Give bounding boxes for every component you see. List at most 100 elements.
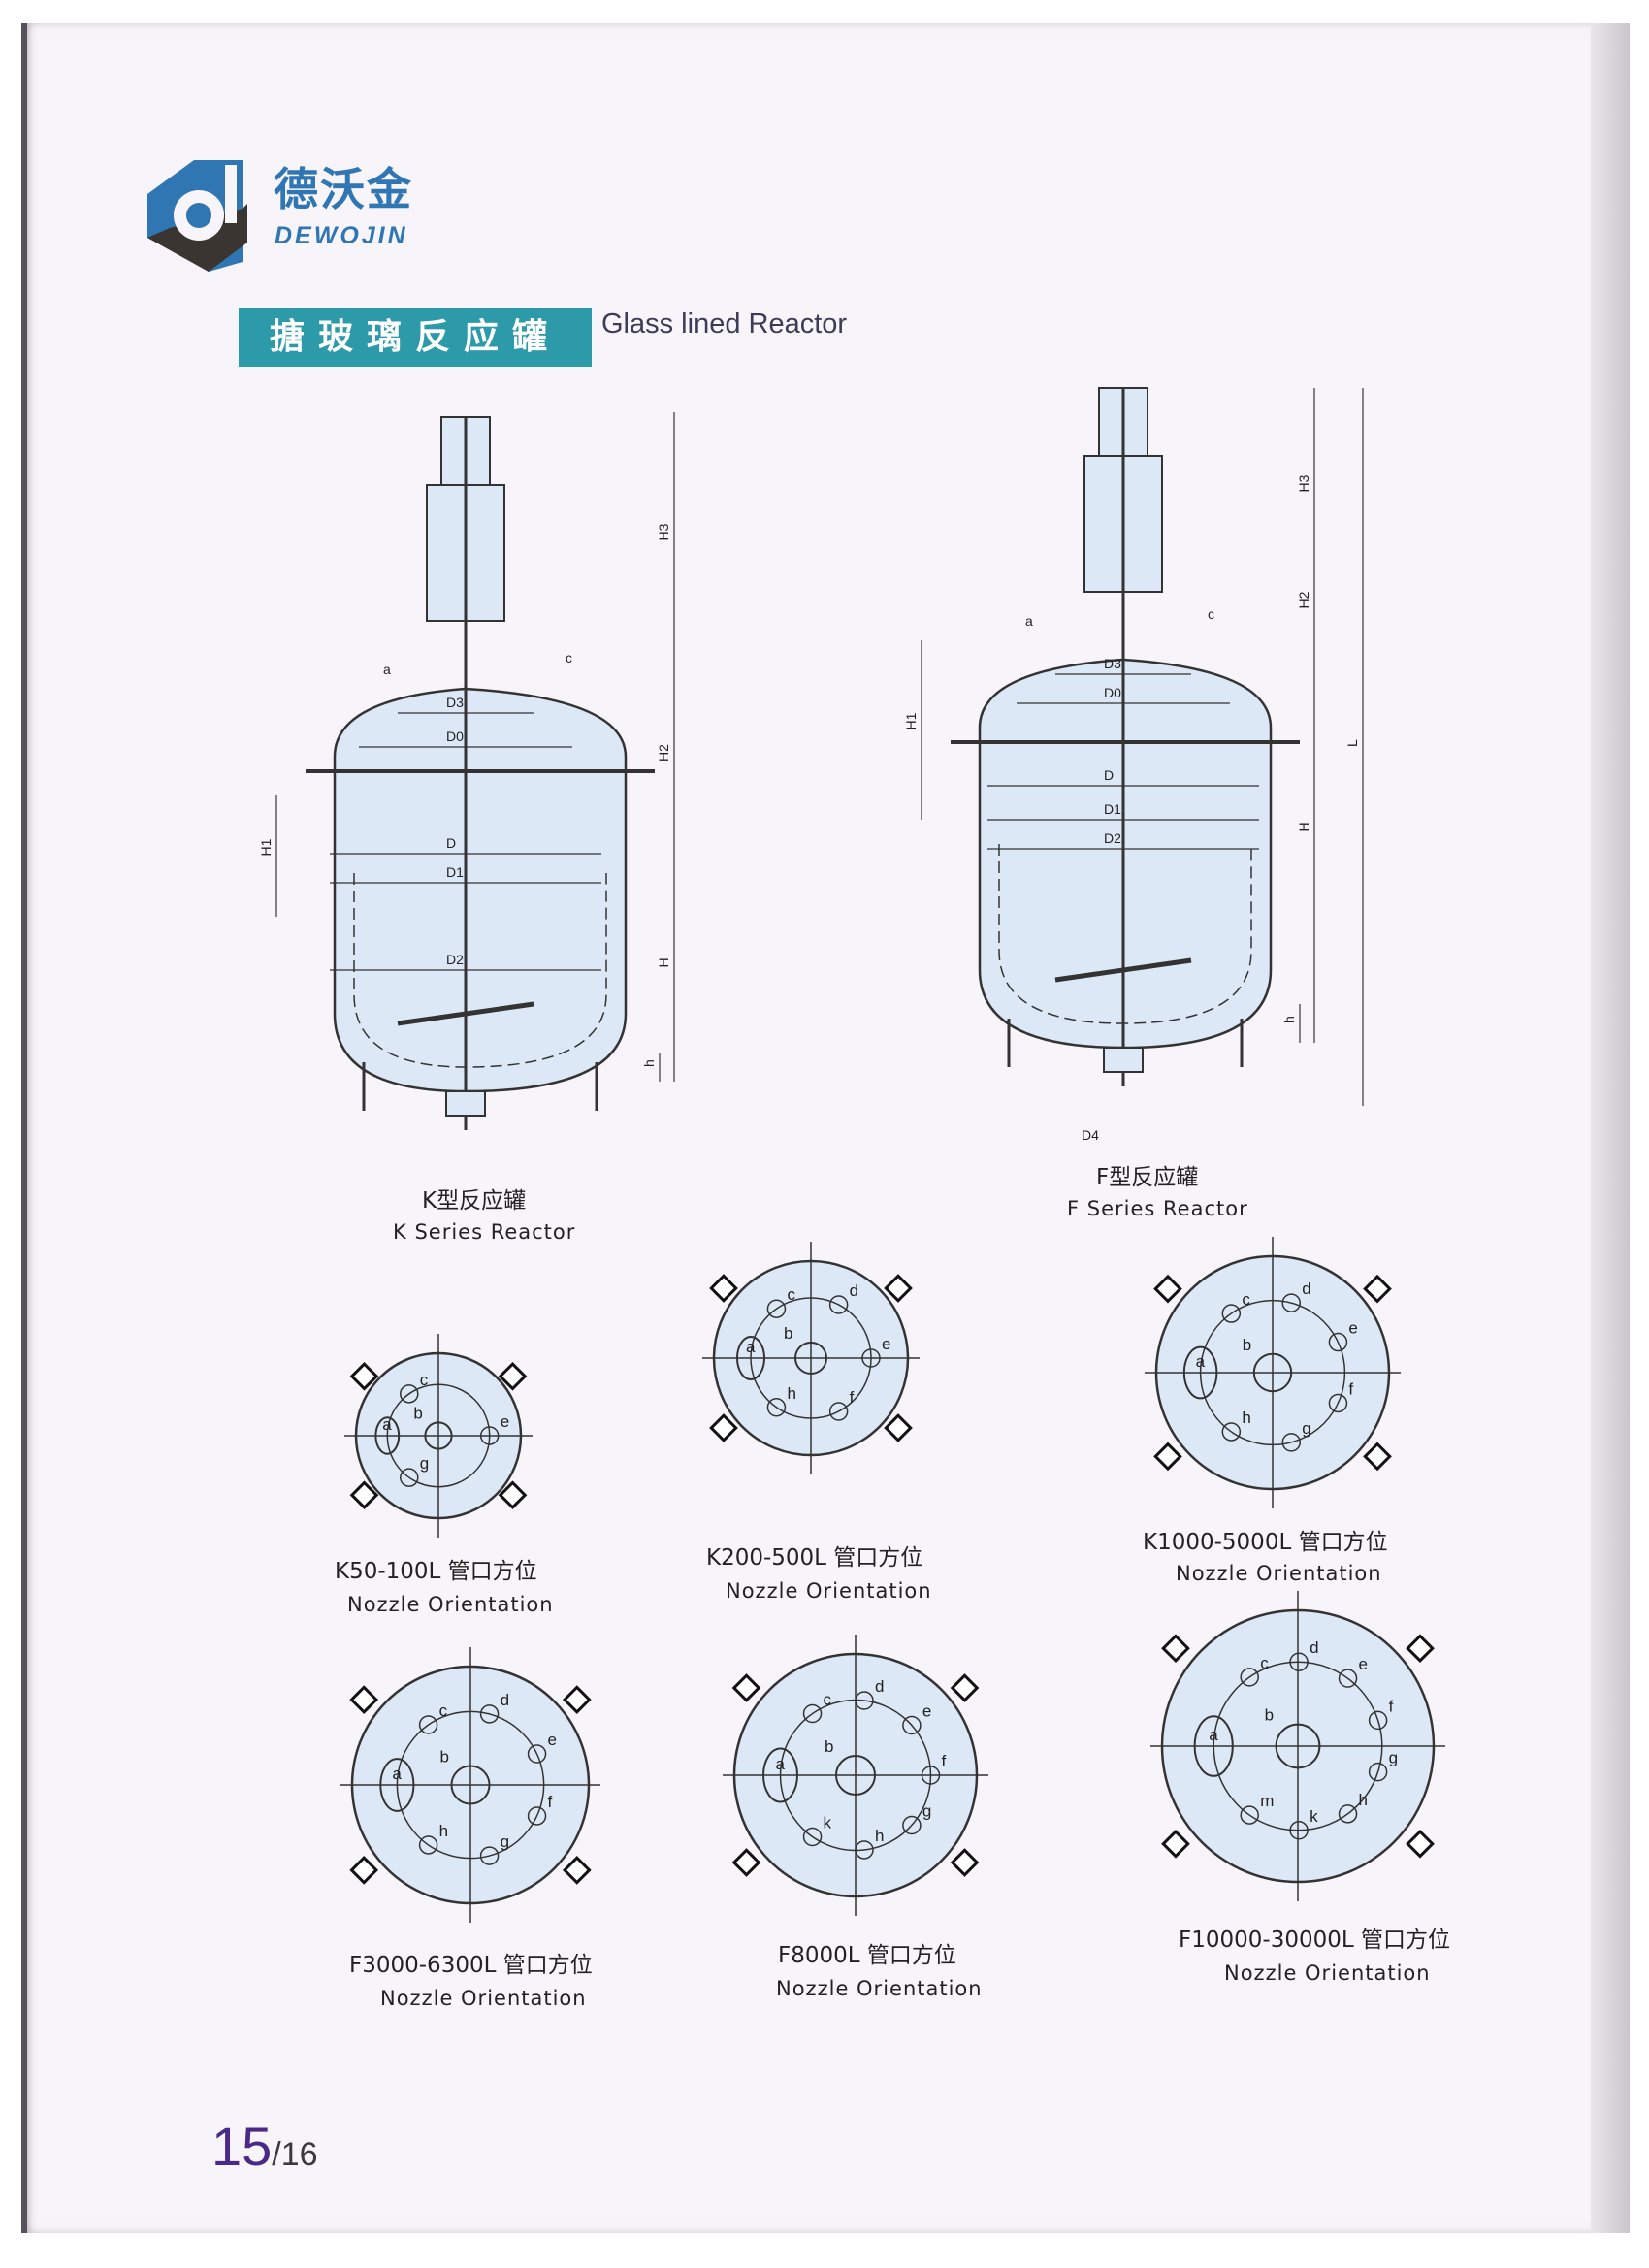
nozzle-port: [1289, 1652, 1309, 1671]
dimension-label: H3: [656, 523, 671, 540]
nozzle-label: c: [439, 1701, 448, 1720]
page-total: /16: [272, 2136, 318, 2173]
nozzle-label: c: [420, 1371, 429, 1389]
nozzle-label: e: [501, 1412, 509, 1431]
lug-support: [1363, 1274, 1392, 1304]
lug-support: [950, 1848, 980, 1877]
nozzle-port: [766, 1398, 787, 1417]
impeller: [1054, 957, 1192, 983]
central-nozzle: [450, 1765, 491, 1805]
nozzle-caption-en: Nozzle Orientation: [347, 1593, 554, 1616]
dimension-label: D2: [446, 952, 464, 967]
lug-support: [709, 1274, 738, 1303]
nozzle-label: c: [787, 1285, 795, 1304]
dimension-label: c: [1208, 606, 1214, 622]
nozzle-label: a: [776, 1755, 786, 1773]
nozzle-port: [861, 1348, 881, 1368]
lug-support: [1161, 1634, 1190, 1664]
nozzle-port: [1338, 1804, 1358, 1824]
nozzle-caption-en: Nozzle Orientation: [776, 1977, 983, 2000]
nozzle-label: c: [1260, 1654, 1269, 1672]
nozzle-port: [479, 1846, 500, 1865]
brand-name-cn: 德沃金: [274, 163, 413, 215]
nozzle-label: a: [382, 1415, 392, 1434]
nozzle-label: d: [501, 1691, 509, 1709]
nozzle-port: [855, 1691, 874, 1710]
central-nozzle: [794, 1342, 827, 1375]
nozzle-label: d: [875, 1677, 884, 1696]
lug-support: [349, 1855, 379, 1885]
lug-support: [498, 1480, 528, 1510]
nozzle-label: h: [875, 1827, 884, 1845]
lug-support: [1406, 1829, 1435, 1859]
nozzle-port: [479, 1426, 500, 1445]
dimension-label: D1: [1104, 801, 1121, 817]
lug-support: [1161, 1829, 1190, 1859]
nozzle-caption-cn: K200-500L 管口方位: [706, 1545, 923, 1571]
nozzle-caption-en: Nozzle Orientation: [726, 1579, 932, 1603]
scan-edge-right: [1591, 23, 1630, 2233]
nozzle-port: [921, 1766, 941, 1785]
nozzle-label: h: [439, 1822, 448, 1840]
nozzle-label: c: [824, 1691, 832, 1709]
bottom-outlet: [1103, 1047, 1144, 1073]
lug-support: [950, 1673, 980, 1702]
dimension-label: D: [446, 835, 456, 851]
nozzle-port: [1289, 1821, 1309, 1840]
dimension-label: H: [1296, 822, 1311, 831]
dimension-label: H2: [1296, 591, 1311, 608]
nozzle-port: [802, 1827, 823, 1847]
nozzle-label: e: [882, 1335, 890, 1353]
bottom-outlet: [445, 1090, 486, 1117]
nozzle-caption-en: Nozzle Orientation: [1176, 1562, 1382, 1585]
dimension-label: H1: [258, 838, 274, 856]
nozzle-label: b: [439, 1747, 448, 1766]
nozzle-port: [855, 1840, 874, 1860]
lug-support: [349, 1361, 379, 1391]
nozzle-label: b: [1265, 1706, 1274, 1725]
nozzle-label: e: [548, 1731, 557, 1749]
page-current: 15: [211, 2116, 273, 2177]
nozzle-port: [527, 1806, 547, 1826]
nozzle-port: [1328, 1332, 1348, 1352]
nozzle-label: d: [1302, 1280, 1310, 1298]
nozzle-port: [1328, 1393, 1348, 1413]
dimension-label: c: [566, 650, 572, 665]
central-nozzle: [835, 1755, 876, 1796]
nozzle-label: f: [1389, 1697, 1394, 1715]
nozzle-port: [1281, 1293, 1302, 1312]
lug-support: [709, 1413, 738, 1442]
nozzle-port: [1240, 1668, 1259, 1687]
dewojin-logo: [147, 160, 247, 272]
k-reactor-caption-cn: K型反应罐: [422, 1188, 527, 1214]
nozzle-label: a: [1209, 1726, 1218, 1744]
lug-support: [731, 1848, 761, 1877]
lug-support: [1406, 1634, 1435, 1664]
nozzle-label: g: [1302, 1419, 1310, 1438]
nozzle-port: [1221, 1422, 1242, 1442]
dimension-label: h: [641, 1059, 657, 1067]
nozzle-caption-cn: K1000-5000L 管口方位: [1143, 1530, 1388, 1555]
nozzle-label: k: [824, 1813, 832, 1831]
scan-edge-left: [21, 23, 27, 2233]
nozzle-label: e: [922, 1701, 931, 1720]
nozzle-label: b: [824, 1737, 833, 1756]
nozzle-caption-cn: K50-100L 管口方位: [335, 1559, 537, 1584]
manhole: [379, 1758, 415, 1812]
lug-support: [884, 1413, 913, 1442]
nozzle-port: [828, 1402, 849, 1421]
central-nozzle: [424, 1421, 453, 1450]
nozzle-port: [1281, 1433, 1302, 1452]
nozzle-label: e: [1348, 1319, 1357, 1338]
nozzle-port: [527, 1744, 547, 1764]
manhole: [736, 1336, 765, 1380]
nozzle-label: a: [1196, 1352, 1206, 1371]
lug-support: [1363, 1442, 1392, 1472]
page-number: 15/16: [211, 2115, 318, 2178]
